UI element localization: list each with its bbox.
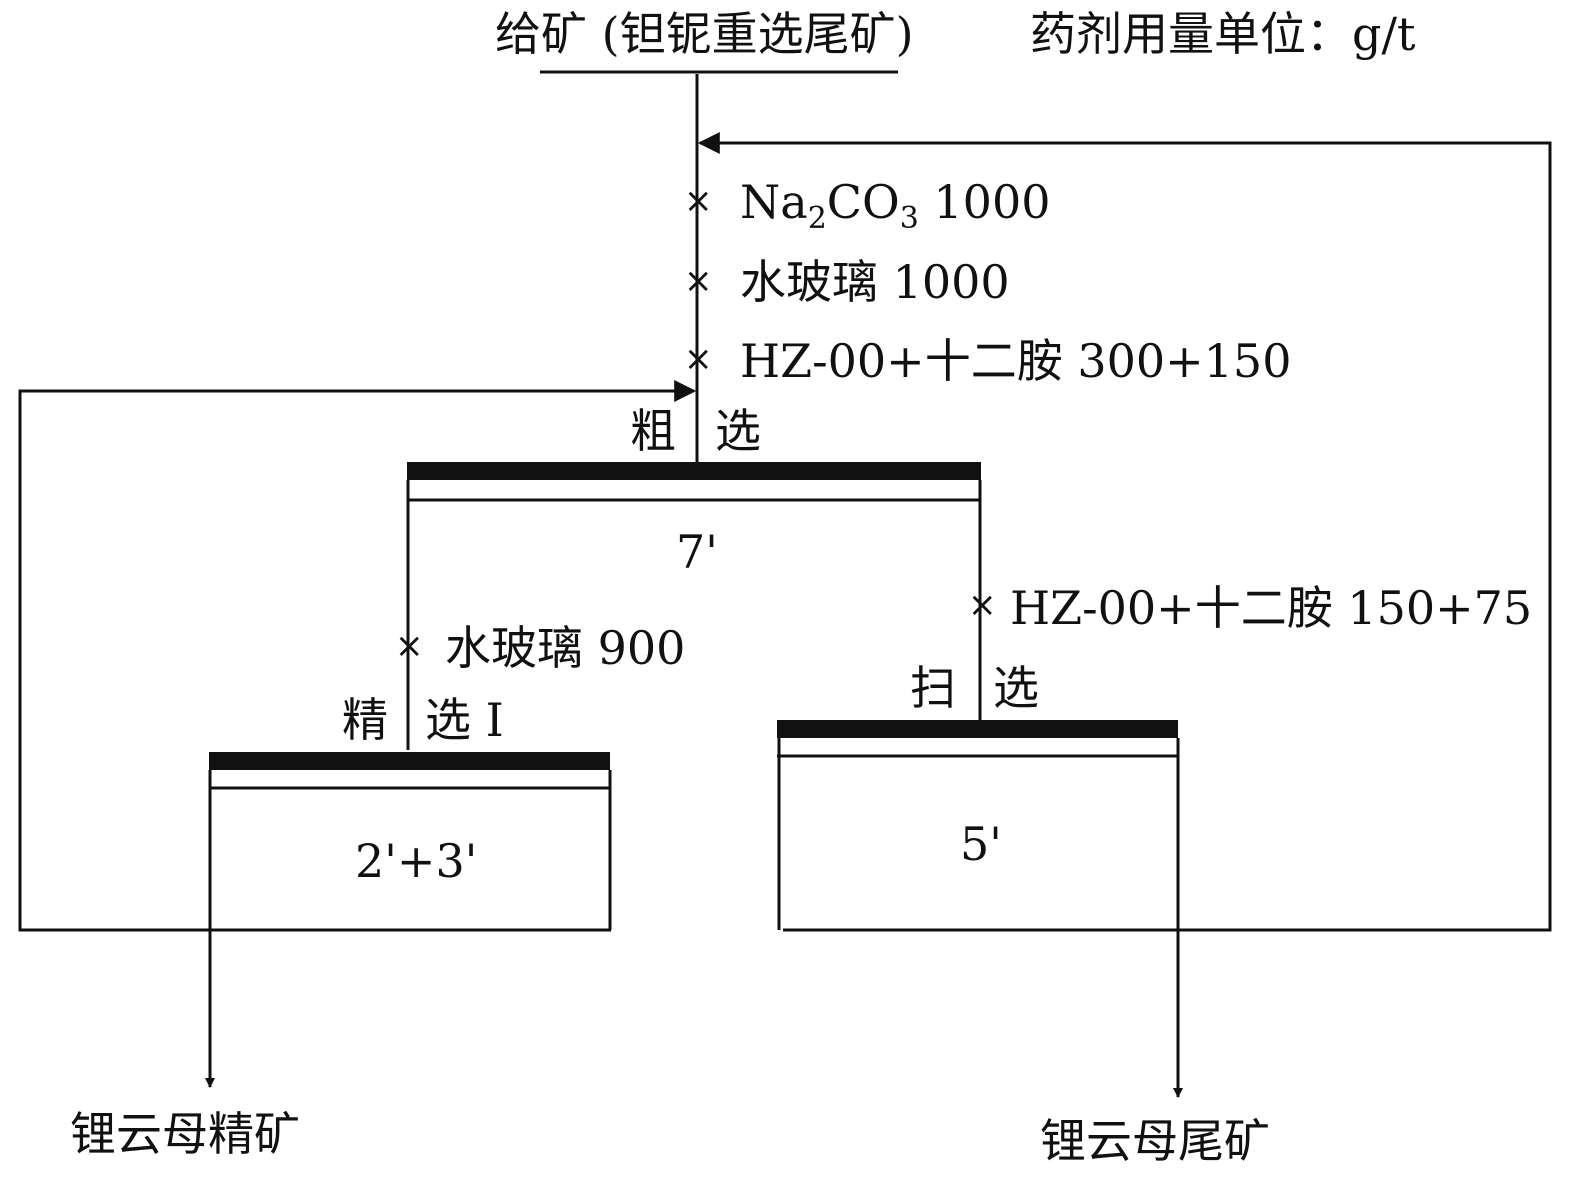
- reagent-water-glass-cleaner: 水玻璃 900: [445, 621, 685, 675]
- reagent-mark-icon: ×: [684, 181, 713, 221]
- reagent-mark-icon: ×: [395, 626, 424, 666]
- reagent-mark-icon: ×: [968, 585, 997, 625]
- scavenger-label-right: 选: [993, 661, 1039, 715]
- reagent-mark-icon: ×: [684, 261, 713, 301]
- tailing-product: 锂云母尾矿: [1040, 1114, 1270, 1168]
- unit-note: 药剂用量单位：g/t: [1030, 7, 1416, 61]
- scavenger-time: 5': [960, 817, 1002, 871]
- cleaner-recycle-line: [18, 380, 697, 932]
- rougher-label-right: 选: [715, 404, 761, 458]
- concentrate-product: 锂云母精矿: [70, 1107, 300, 1161]
- reagent-water-glass-rougher: 水玻璃 1000: [740, 255, 1010, 309]
- rougher-label-left: 粗: [630, 404, 676, 458]
- reagent-collector-scavenger: HZ-00+十二胺 150+75: [1010, 581, 1532, 635]
- reagent-sodium-carbonate: Na2CO3 1000: [740, 175, 1051, 236]
- rougher-cell: [406, 462, 982, 750]
- feed-label: 给矿 (钽铌重选尾矿): [495, 7, 914, 61]
- reagent-collector-rougher: HZ-00+十二胺 300+150: [740, 334, 1291, 388]
- cleaner-cell: [209, 752, 612, 932]
- cleaner-label-right: 选 I: [425, 693, 504, 747]
- reagent-mark-icon: ×: [684, 339, 713, 379]
- scavenger-label-left: 扫: [910, 661, 956, 715]
- cleaner-label-left: 精: [342, 693, 388, 747]
- rougher-time: 7': [676, 525, 718, 579]
- scavenger-cell: [777, 720, 1178, 930]
- cleaner-time: 2'+3': [355, 834, 477, 888]
- scavenger-recycle-line: [697, 132, 1552, 932]
